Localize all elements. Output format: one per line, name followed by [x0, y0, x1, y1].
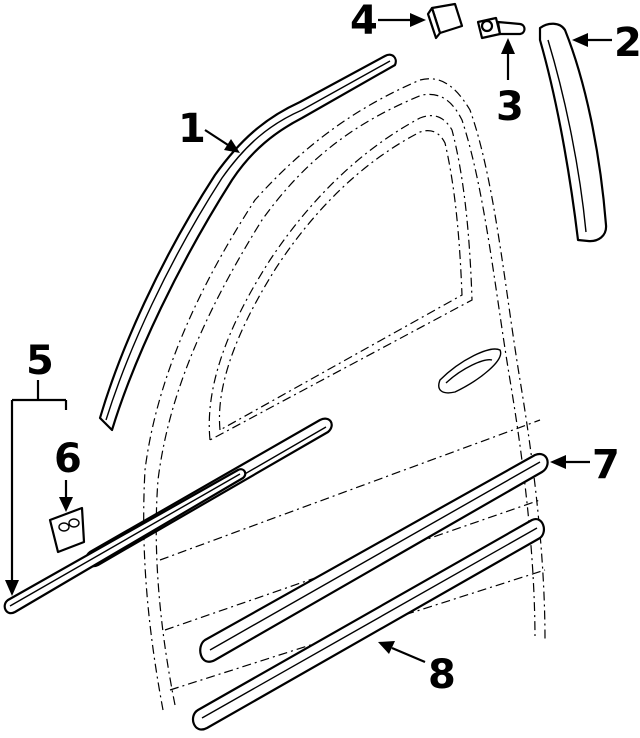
leader-lines	[5, 13, 612, 664]
callout-1-label: 1	[178, 106, 206, 152]
callout-4-label: 4	[350, 0, 378, 44]
callout-labels: 1 2 3 4 5 6 7 8	[26, 0, 640, 698]
callout-2-label: 2	[614, 20, 640, 66]
part-2-pillar-applique	[538, 22, 608, 243]
part-3-clip	[476, 16, 526, 40]
callout-7-label: 7	[592, 442, 620, 488]
callout-5-label: 5	[26, 338, 54, 384]
callout-8-label: 8	[428, 652, 456, 698]
part-5-rocker-moulding	[3, 468, 247, 615]
door-outline	[143, 78, 546, 711]
part-1-frame-moulding	[98, 53, 397, 432]
callout-3-label: 3	[496, 84, 524, 130]
part-4-block	[426, 2, 464, 40]
part-8-lower-moulding	[191, 518, 545, 731]
part-7-body-side-moulding	[199, 452, 549, 663]
callout-6-label: 6	[54, 436, 82, 482]
part-6-clip	[48, 506, 86, 554]
